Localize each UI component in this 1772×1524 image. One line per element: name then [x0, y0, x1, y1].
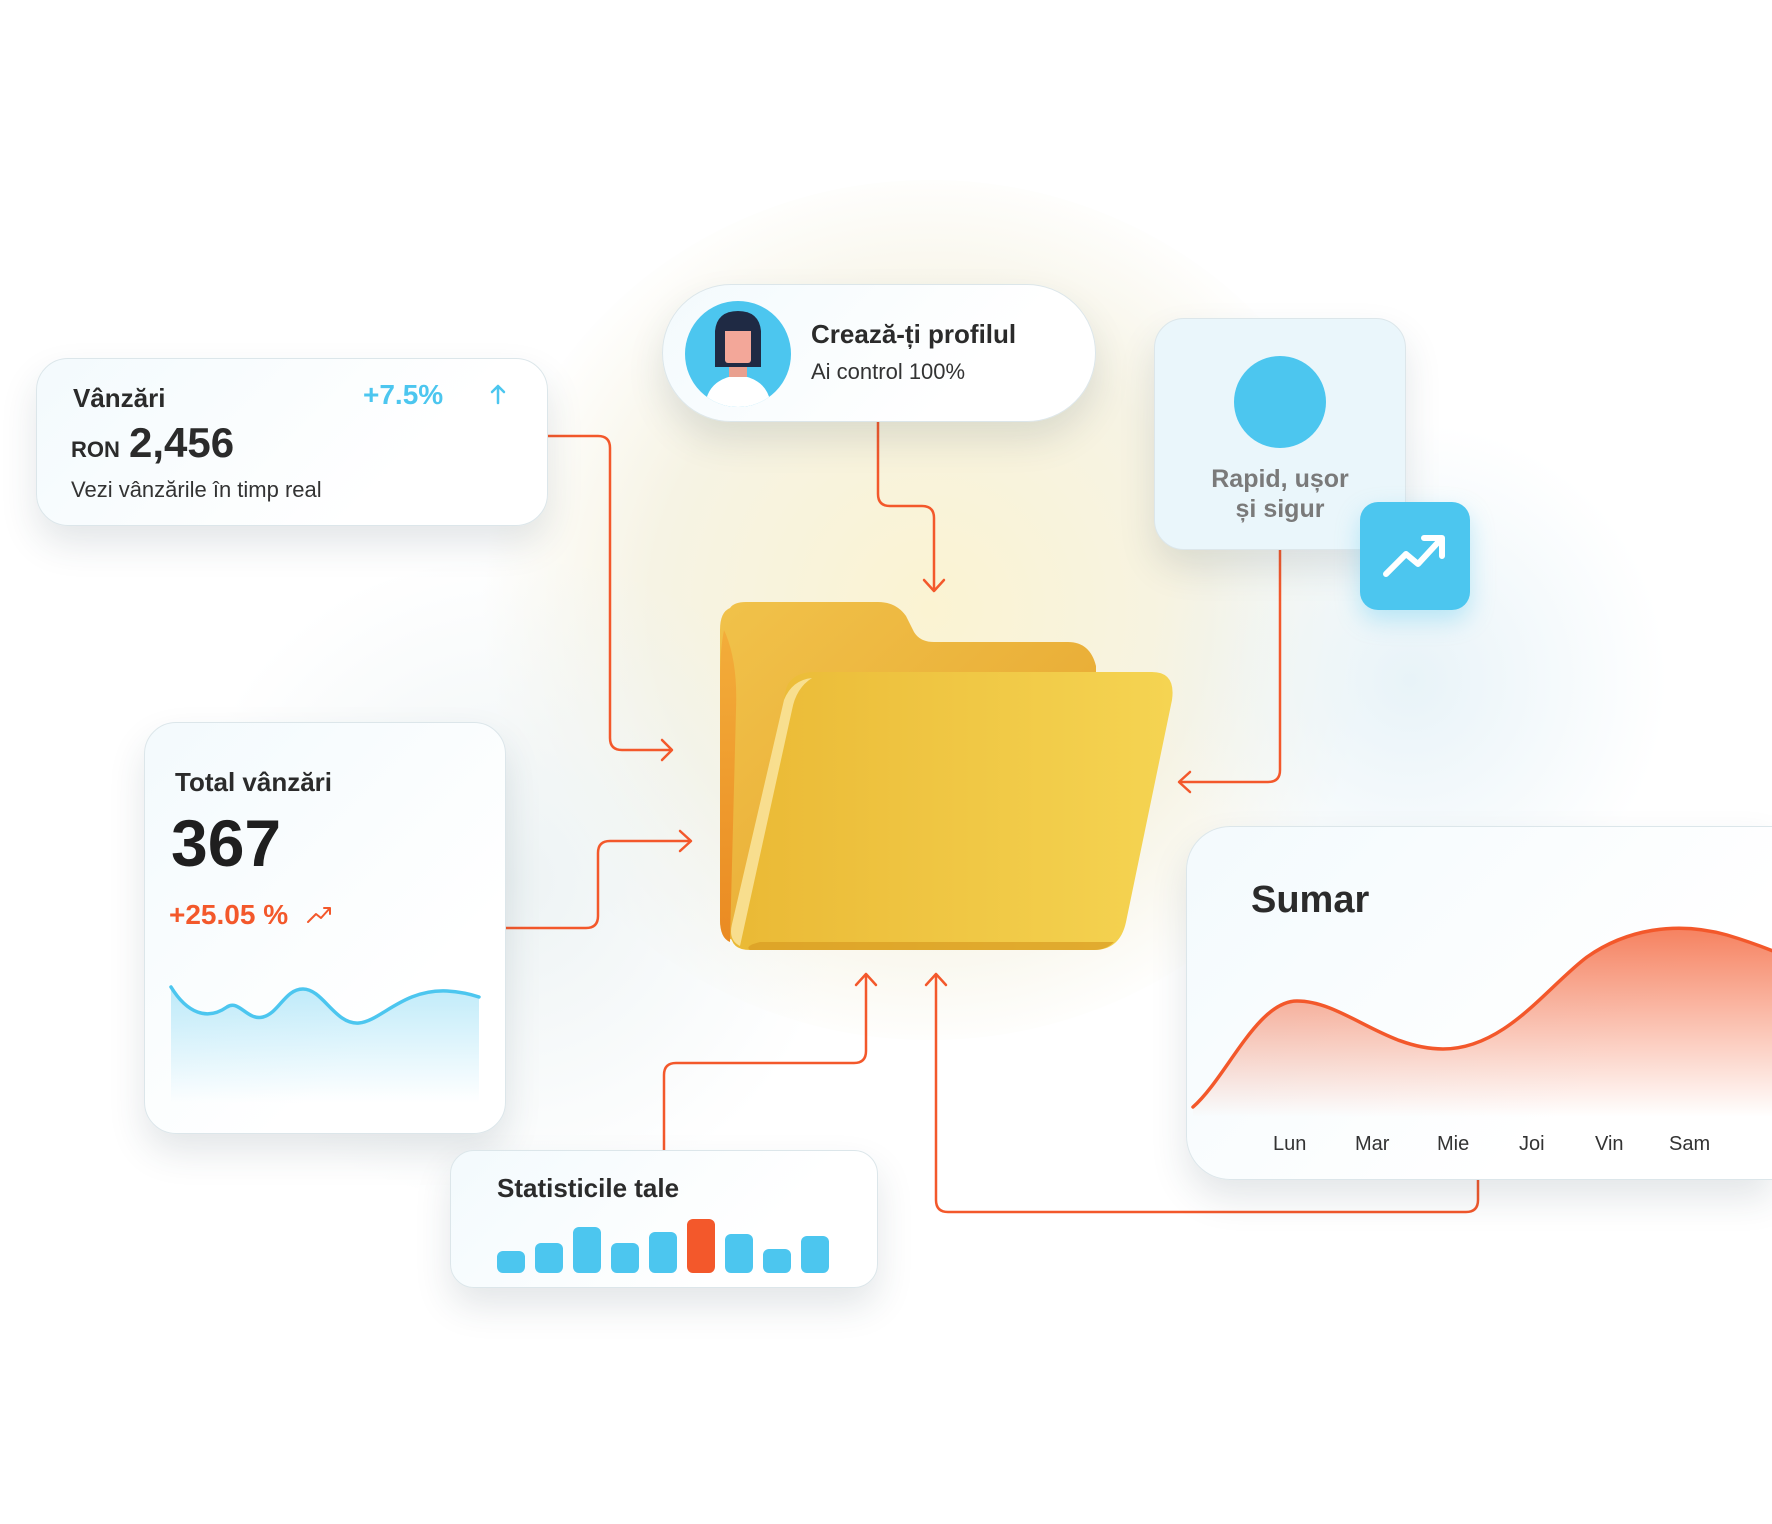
- day-label-sam: Sam: [1669, 1133, 1711, 1155]
- trending-up-small-icon: [307, 907, 331, 923]
- stats-bar: [725, 1234, 753, 1273]
- stats-bar-chart: [497, 1219, 837, 1273]
- avatar: [685, 301, 791, 407]
- arrow-up-icon: [490, 384, 506, 405]
- total-title: Total vânzări: [175, 767, 333, 797]
- speed-line1: Rapid, ușor: [1211, 465, 1349, 493]
- profile-subtitle: Ai control 100%: [811, 359, 966, 384]
- trending-up-icon: [1383, 535, 1445, 577]
- connector-speed: [1178, 548, 1282, 784]
- connector-total: [504, 839, 692, 930]
- sales-card: Vânzări +7.5% RON 2,456 Vezi vânzările î…: [36, 358, 548, 526]
- sales-title: Vânzări: [73, 383, 166, 413]
- speed-line2: și sigur: [1235, 495, 1325, 523]
- total-change: +25.05 %: [169, 899, 289, 930]
- total-sparkline: [169, 985, 481, 1103]
- folder-icon: [720, 602, 1173, 950]
- total-value: 367: [171, 806, 282, 880]
- sales-change: +7.5%: [363, 379, 444, 410]
- day-label-mar: Mar: [1355, 1133, 1390, 1155]
- stats-bar: [801, 1236, 829, 1273]
- sales-amount: 2,456: [129, 419, 235, 466]
- stats-card: Statisticile tale: [450, 1150, 878, 1288]
- trend-button: [1360, 502, 1470, 610]
- stats-bar: [535, 1243, 563, 1273]
- day-label-mie: Mie: [1437, 1133, 1470, 1155]
- summary-area-chart: [1191, 926, 1772, 1117]
- stats-bar: [611, 1243, 639, 1273]
- stats-title: Statisticile tale: [497, 1173, 680, 1203]
- summary-card: Sumar Lun Mar Mie Joi Vin Sam: [1186, 826, 1772, 1180]
- sales-currency: RON: [71, 437, 120, 462]
- connector-profile: [876, 420, 936, 592]
- connector-sales: [546, 434, 672, 752]
- stats-bar: [687, 1219, 715, 1273]
- stats-bar: [649, 1232, 677, 1273]
- connector-stats: [662, 973, 868, 1152]
- summary-title: Sumar: [1251, 879, 1370, 921]
- day-label-lun: Lun: [1273, 1133, 1307, 1155]
- connector-summary: [934, 973, 1480, 1214]
- stats-bar: [497, 1251, 525, 1273]
- stats-bar: [763, 1249, 791, 1273]
- profile-card: Crează-ți profilul Ai control 100%: [662, 284, 1096, 422]
- day-label-joi: Joi: [1519, 1133, 1545, 1155]
- day-label-vin: Vin: [1595, 1133, 1624, 1155]
- speed-circle: [1234, 356, 1326, 448]
- profile-title: Crează-ți profilul: [811, 319, 1017, 349]
- sales-subtitle: Vezi vânzările în timp real: [71, 477, 322, 502]
- total-sales-card: Total vânzări 367 +25.05 %: [144, 722, 506, 1134]
- stats-bar: [573, 1227, 601, 1273]
